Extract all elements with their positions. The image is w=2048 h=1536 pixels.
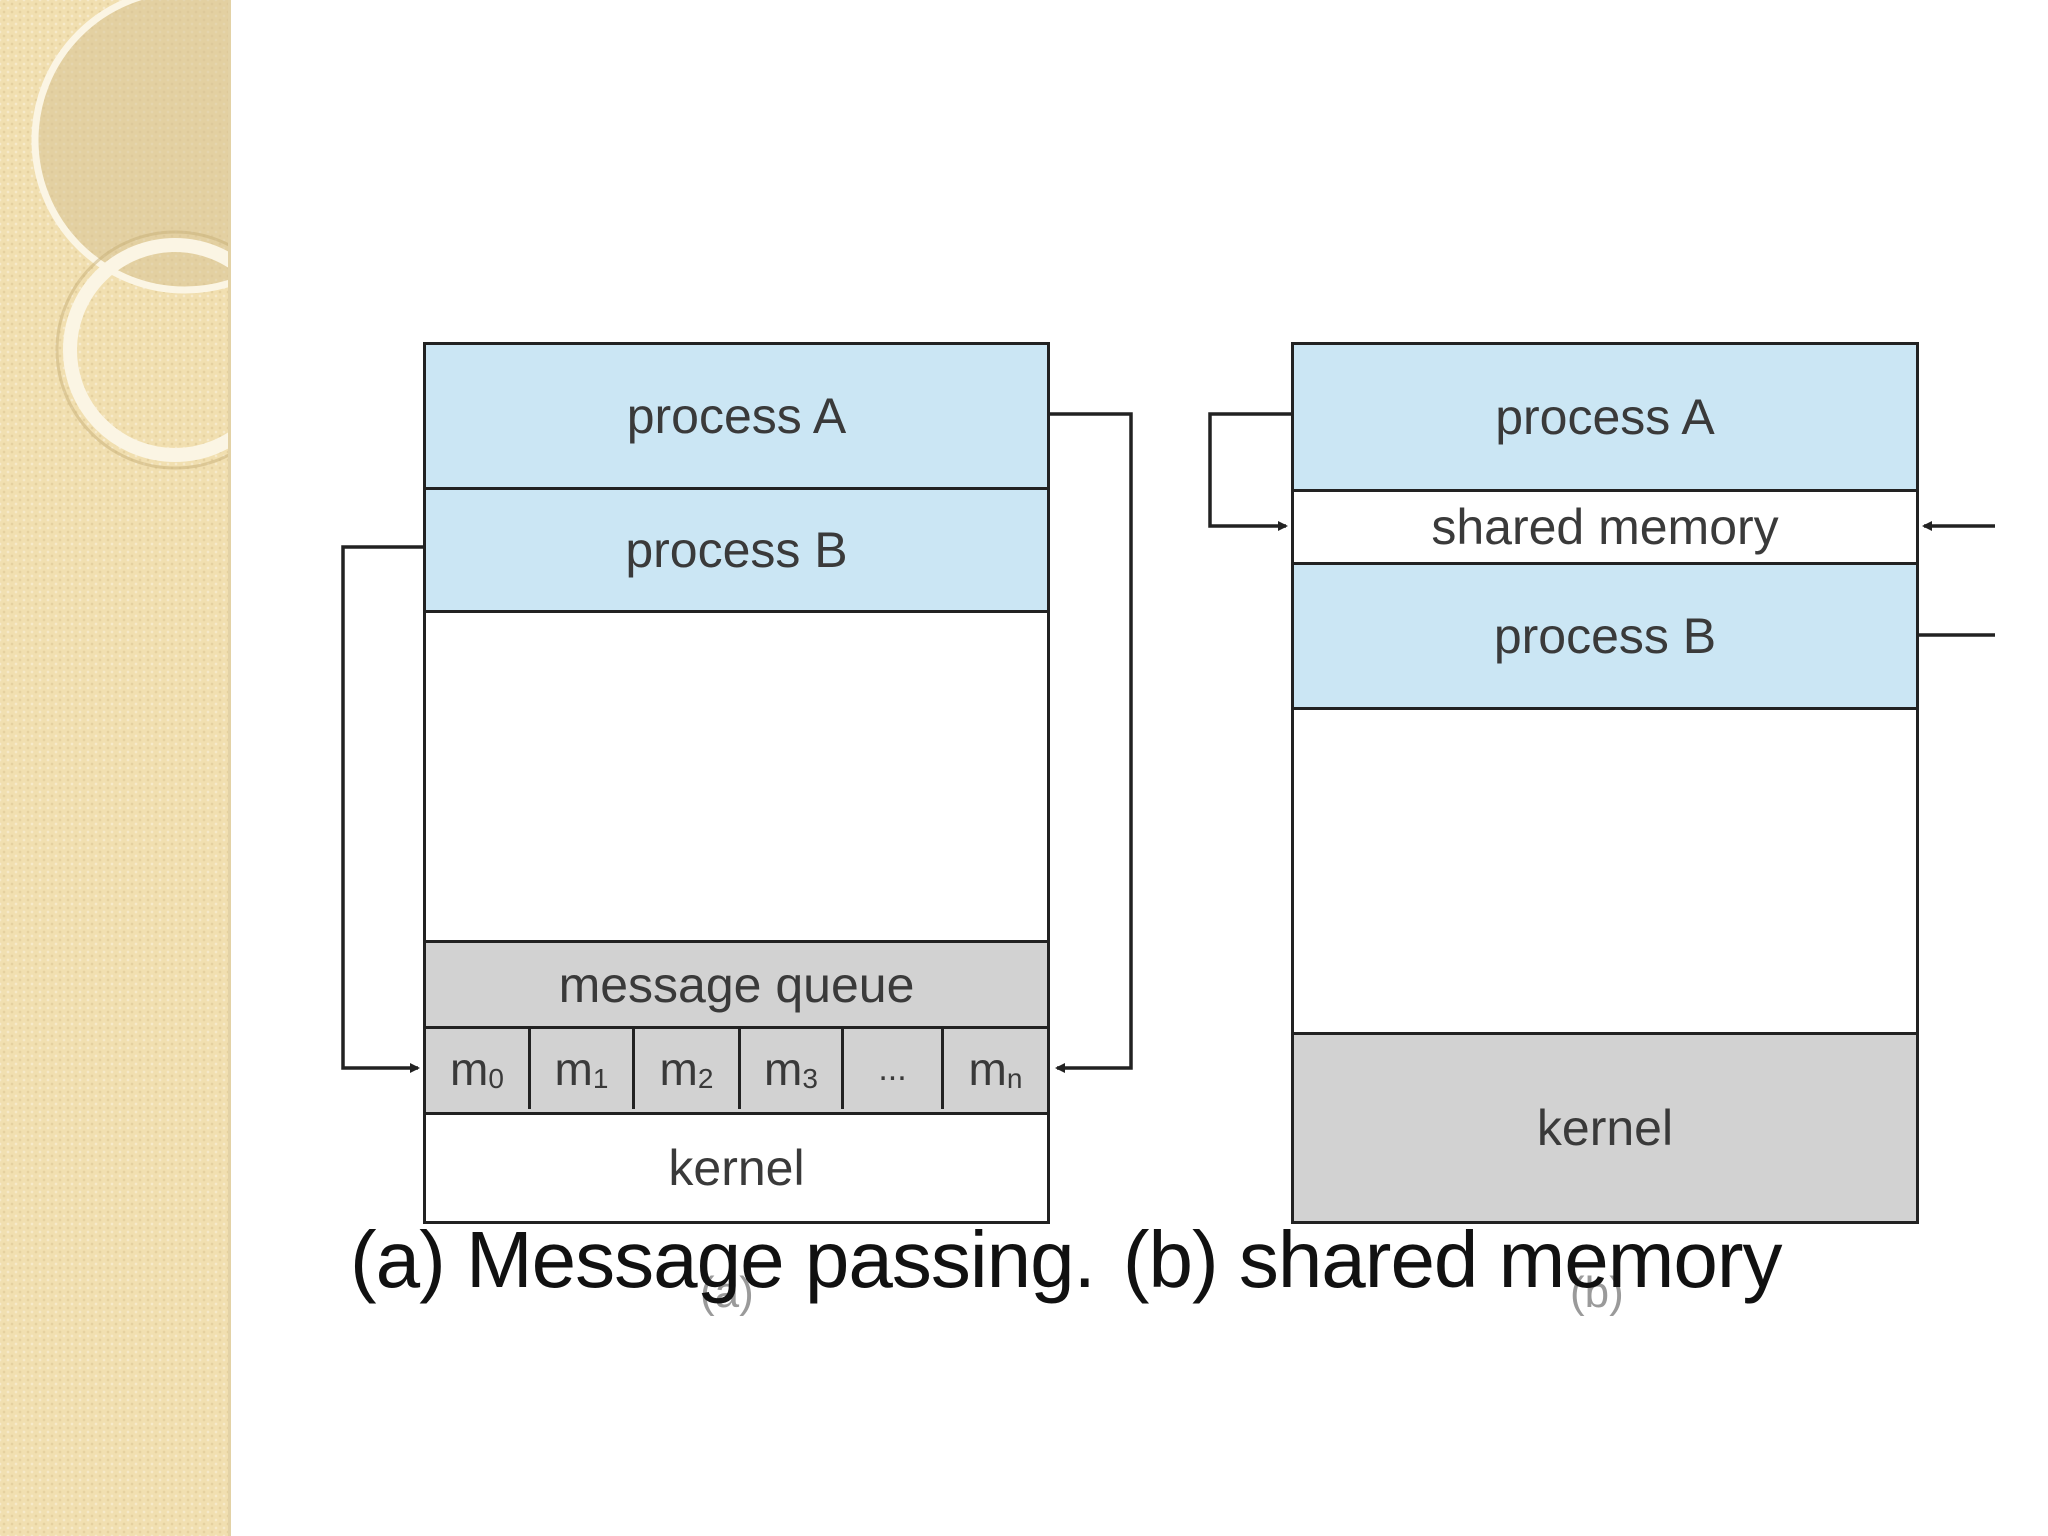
kernel-block: kernel [426, 1112, 1047, 1221]
arrow-process-a-to-queue [1050, 412, 1133, 1073]
kernel-block: kernel [1294, 1032, 1916, 1221]
process-a-block: process A [1294, 345, 1916, 489]
decorative-sidebar [0, 0, 228, 1536]
sublabel-a: (a) [700, 1268, 754, 1317]
process-b-block: process B [1294, 562, 1916, 707]
process-a-label: process A [1495, 389, 1715, 445]
figure-caption: (a) Message passing. (b) shared memory [350, 1214, 1810, 1306]
process-b-label: process B [1493, 608, 1717, 664]
arrow-process-b-to-queue [341, 545, 423, 1073]
caption-shared-memory: (b) shared memory [1122, 1215, 1783, 1304]
message-queue-block: message queue [426, 940, 1047, 1026]
sidebar-rings-decoration [31, 0, 228, 470]
free-memory-block [1294, 707, 1916, 1032]
shared-memory-block: shared memory [1294, 489, 1916, 562]
shared-memory-label: shared memory [1431, 499, 1779, 555]
process-a-block: process A [426, 345, 1047, 487]
arrow-process-a-to-shared [1208, 412, 1291, 531]
shared-memory-diagram: process A shared memory process B kernel [1291, 342, 1919, 1224]
kernel-label: kernel [668, 1140, 805, 1196]
process-a-label: process A [626, 388, 847, 444]
process-b-label: process B [625, 522, 848, 578]
sidebar-divider [228, 0, 231, 1536]
free-memory-block [426, 610, 1047, 940]
sublabel-b: (b) [1570, 1268, 1624, 1317]
caption-message-passing: (a) Message passing. [350, 1215, 1096, 1304]
process-b-block: process B [426, 487, 1047, 610]
kernel-label: kernel [1536, 1100, 1674, 1156]
message-slot-ellipsis: ... [844, 1029, 944, 1109]
message-queue-label: message queue [558, 956, 915, 1013]
